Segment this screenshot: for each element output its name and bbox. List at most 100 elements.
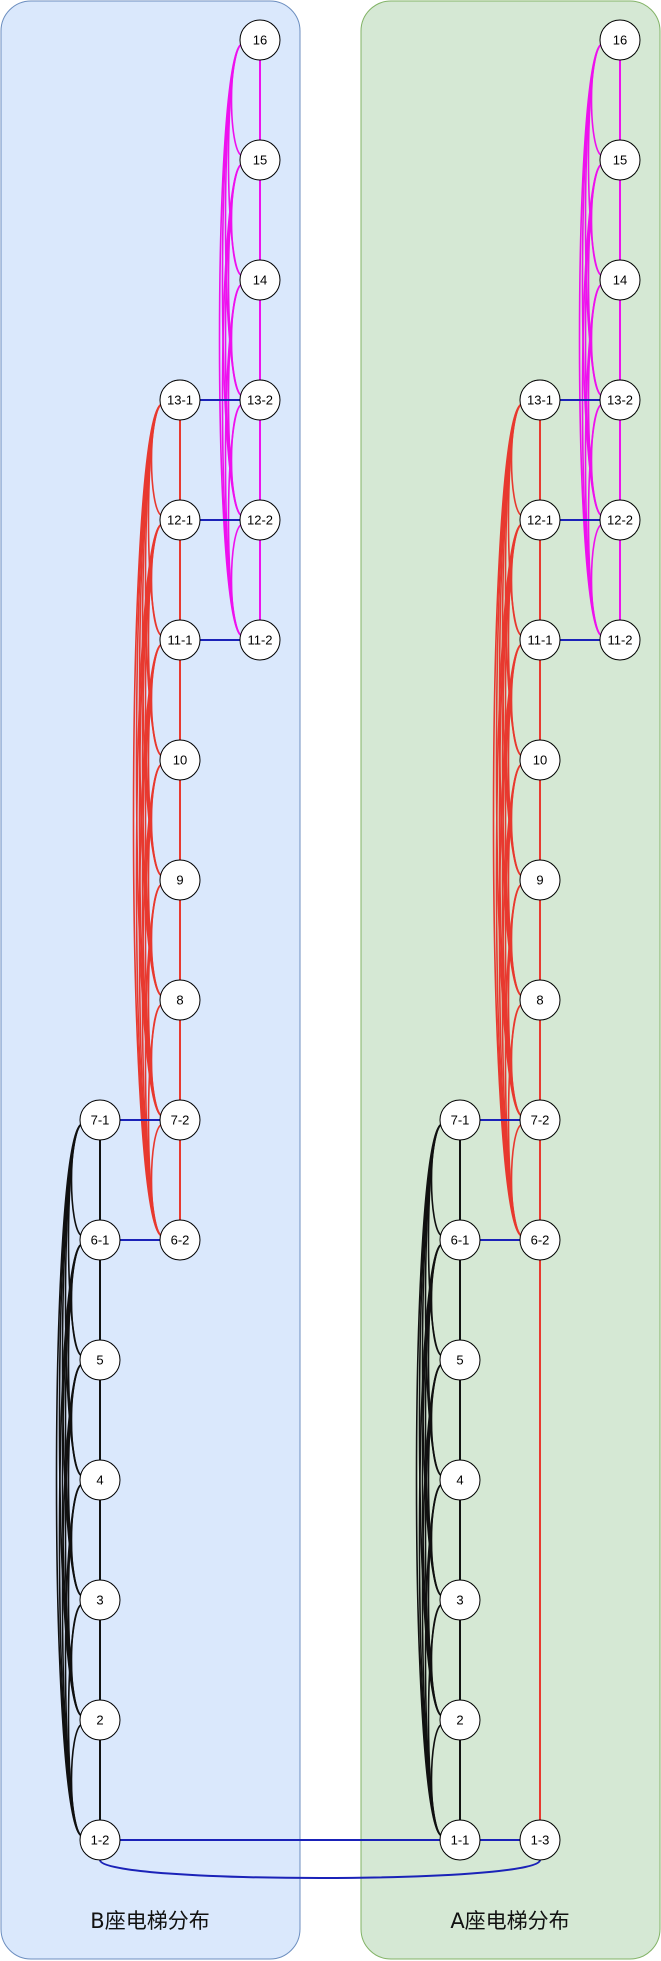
node-label: 15 [613,153,627,168]
node-label: 2 [456,1713,463,1728]
node-label: 1-1 [451,1833,470,1848]
node-circle [79,1099,121,1141]
node-label: 13-2 [607,393,633,408]
node-label: 5 [96,1353,103,1368]
node-circle [159,739,201,781]
node-label: 12-1 [167,513,193,528]
zone-b-red-connection-arc [150,1123,163,1237]
zone-a-label: A座电梯分布 [450,1909,569,1933]
node-label: 13-2 [247,393,273,408]
node-circle [239,499,281,541]
zone-b-label: B座电梯分布 [90,1909,209,1933]
node-label: 7-1 [451,1113,470,1128]
zone-a-magenta-connection-arc [590,523,603,637]
zone-a-node-8: 8 [519,979,561,1021]
zone-b-node-11-2: 11-2 [239,619,281,661]
zone-a-node-12-2: 12-2 [599,499,641,541]
node-circle [599,139,641,181]
node-label: 6-2 [531,1233,550,1248]
node-circle [79,1339,121,1381]
node-circle [159,979,201,1021]
node-circle [79,1219,121,1261]
zone-b-node-4: 4 [79,1459,121,1501]
node-label: 6-1 [451,1233,470,1248]
node-circle [439,1699,481,1741]
zone-a-node-9: 9 [519,859,561,901]
node-circle [599,19,641,61]
zone-a-node-14: 14 [599,259,641,301]
zone-a-node-6-1: 6-1 [439,1219,481,1261]
node-circle [159,619,201,661]
zone-b-node-2: 2 [79,1699,121,1741]
node-circle [519,499,561,541]
zone-b-node-16: 16 [239,19,281,61]
node-label: 9 [176,873,183,888]
node-label: 11-1 [527,633,552,648]
node-circle [79,1699,121,1741]
node-label: 13-1 [527,393,553,408]
zone-b-node-10: 10 [159,739,201,781]
node-circle [519,739,561,781]
node-label: 10 [533,753,547,768]
zone-a-red-connection-arc [510,1123,523,1237]
zone-a-node-7-2: 7-2 [519,1099,561,1141]
node-circle [599,379,641,421]
node-label: 11-2 [607,633,632,648]
node-label: 9 [536,873,543,888]
zone-b-node-14: 14 [239,259,281,301]
node-circle [519,619,561,661]
node-label: 11-1 [167,633,192,648]
node-label: 8 [536,993,543,1008]
zone-b-node-1-2: 1-2 [79,1819,121,1861]
node-label: 16 [613,33,627,48]
zone-a-node-12-1: 12-1 [519,499,561,541]
cross-building-transfer-arc [99,1859,541,1879]
zone-a-node-10: 10 [519,739,561,781]
zone-a-node-13-2: 13-2 [599,379,641,421]
node-circle [79,1459,121,1501]
node-circle [239,19,281,61]
zone-a-node-5: 5 [439,1339,481,1381]
node-label: 7-2 [531,1113,550,1128]
node-label: 15 [253,153,267,168]
node-label: 12-2 [607,513,633,528]
node-circle [239,379,281,421]
zone-a-node-15: 15 [599,139,641,181]
node-circle [79,1579,121,1621]
node-label: 13-1 [167,393,193,408]
node-circle [239,259,281,301]
zone-a-node-11-1: 11-1 [519,619,561,661]
node-label: 6-1 [91,1233,110,1248]
node-circle [439,1819,481,1861]
node-circle [439,1459,481,1501]
zone-b-node-5: 5 [79,1339,121,1381]
zone-b-node-7-2: 7-2 [159,1099,201,1141]
node-circle [519,979,561,1021]
zone-b-node-12-1: 12-1 [159,499,201,541]
node-circle [79,1819,121,1861]
node-label: 2 [96,1713,103,1728]
zone-a-node-13-1: 13-1 [519,379,561,421]
zone-b-node-8: 8 [159,979,201,1021]
node-label: 10 [173,753,187,768]
zone-b-node-7-1: 7-1 [79,1099,121,1141]
zone-a-node-1-1: 1-1 [439,1819,481,1861]
node-circle [159,499,201,541]
node-circle [159,1099,201,1141]
node-circle [599,619,641,661]
node-circle [439,1099,481,1141]
node-circle [159,859,201,901]
zone-b-node-13-2: 13-2 [239,379,281,421]
node-label: 4 [456,1473,463,1488]
node-label: 14 [613,273,627,288]
node-label: 6-2 [171,1233,190,1248]
node-circle [439,1579,481,1621]
zone-a-node-6-2: 6-2 [519,1219,561,1261]
node-label: 4 [96,1473,103,1488]
zone-a-node-7-1: 7-1 [439,1099,481,1141]
zone-b-node-11-1: 11-1 [159,619,201,661]
node-label: 14 [253,273,267,288]
zone-b-node-12-2: 12-2 [239,499,281,541]
node-label: 1-3 [531,1833,550,1848]
